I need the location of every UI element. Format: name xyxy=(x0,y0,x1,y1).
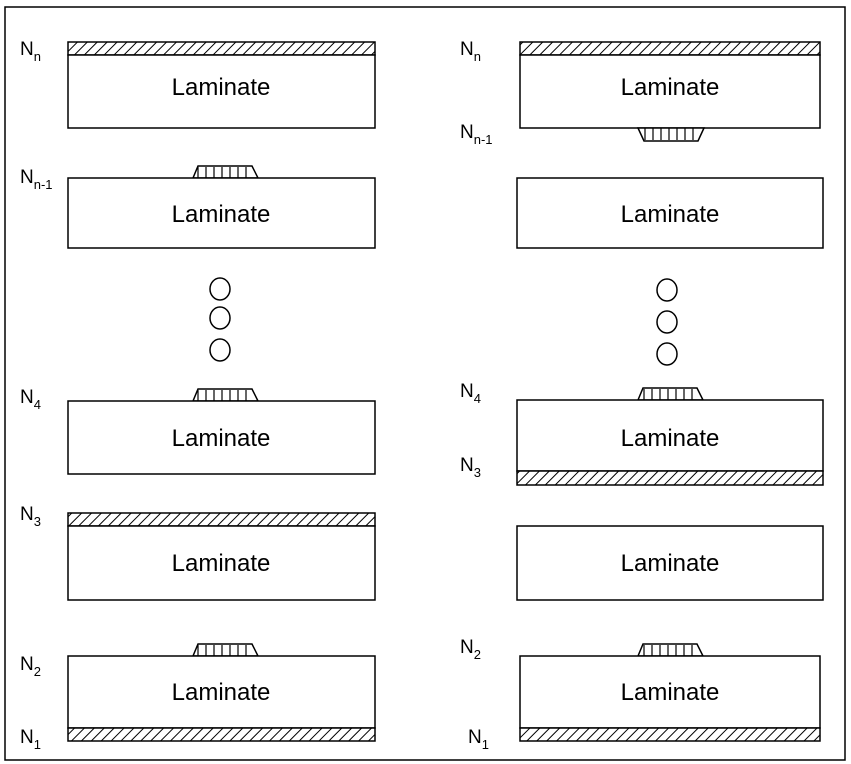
layer-label-nn: Nn xyxy=(460,39,481,64)
layer-label-n3: N3 xyxy=(460,455,481,480)
continuation-dots xyxy=(656,278,678,366)
layer-label-n4: N4 xyxy=(20,387,41,412)
laminate-label: Laminate xyxy=(621,425,720,452)
laminate-board xyxy=(519,655,821,729)
layer-label-nn-1: Nn-1 xyxy=(460,122,493,147)
laminate-label: Laminate xyxy=(621,74,720,101)
full-metal-plane xyxy=(67,41,376,56)
full-metal-plane xyxy=(67,727,376,742)
layer-label-nn: Nn xyxy=(20,39,41,64)
laminate-board xyxy=(67,525,376,601)
layer-label-n4: N4 xyxy=(460,381,481,406)
laminate-board xyxy=(516,399,824,472)
left-layer-n3: Laminate N3 xyxy=(20,504,376,601)
laminate-label: Laminate xyxy=(172,550,271,577)
laminate-board xyxy=(516,525,824,601)
right-layer-n4-n3: Laminate N4 N3 xyxy=(460,381,824,486)
layer-label-n2: N2 xyxy=(460,637,481,662)
right-layer-n2-n1: Laminate N2 N1 xyxy=(460,637,821,752)
layer-label-n2: N2 xyxy=(20,654,41,679)
layer-label-n1: N1 xyxy=(468,727,489,752)
trace-pad xyxy=(191,643,260,657)
trace-pad xyxy=(191,388,260,402)
laminate-board xyxy=(516,177,824,249)
full-metal-plane xyxy=(519,727,821,742)
laminate-label: Laminate xyxy=(172,679,271,706)
laminate-label: Laminate xyxy=(172,201,271,228)
laminate-board xyxy=(67,655,376,729)
laminate-board xyxy=(67,177,376,249)
trace-pad xyxy=(191,165,260,179)
laminate-label: Laminate xyxy=(621,201,720,228)
diagram-frame xyxy=(4,6,846,761)
laminate-board xyxy=(519,54,821,129)
full-metal-plane xyxy=(519,41,821,56)
laminate-label: Laminate xyxy=(621,550,720,577)
right-layer-nn: Laminate Nn Nn-1 xyxy=(460,39,821,147)
full-metal-plane xyxy=(67,512,376,527)
laminate-label: Laminate xyxy=(172,425,271,452)
layer-label-n3: N3 xyxy=(20,504,41,529)
trace-pad xyxy=(636,127,706,142)
right-layer-plain-1: Laminate xyxy=(516,177,824,249)
continuation-dots xyxy=(209,277,231,362)
left-layer-n2-n1: Laminate N2 N1 xyxy=(20,643,376,752)
full-metal-plane xyxy=(516,470,824,486)
layer-label-n1: N1 xyxy=(20,727,41,752)
trace-pad xyxy=(636,643,705,657)
right-layer-plain-2: Laminate xyxy=(516,525,824,601)
laminate-board xyxy=(67,400,376,475)
laminate-label: Laminate xyxy=(172,74,271,101)
laminate-board xyxy=(67,54,376,129)
left-layer-nn: Laminate Nn xyxy=(20,39,376,129)
trace-pad xyxy=(636,387,705,401)
laminate-label: Laminate xyxy=(621,679,720,706)
left-layer-n4: Laminate N4 xyxy=(20,387,376,475)
layer-label-nn-1: Nn-1 xyxy=(20,167,53,192)
left-layer-nn-1: Laminate Nn-1 xyxy=(20,165,376,249)
